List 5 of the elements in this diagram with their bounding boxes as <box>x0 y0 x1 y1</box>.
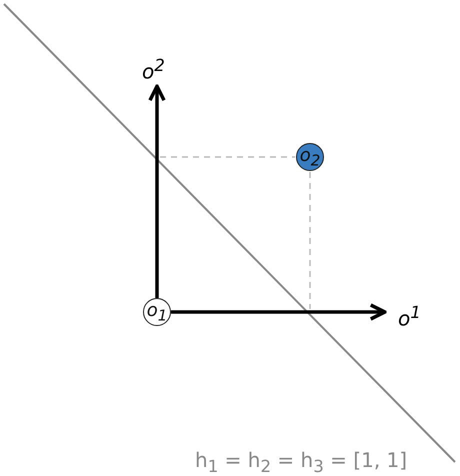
line-label: h$_{1}$ = h$_{2}$ = h$_{3}$ = [1, 1] <box>195 450 408 476</box>
point-label: o$_{1}$ <box>146 300 168 324</box>
axis-label: o$^{2}$ <box>142 58 165 82</box>
point-label: o$_{2}$ <box>300 144 320 170</box>
axis-label: o$^{1}$ <box>398 305 421 329</box>
